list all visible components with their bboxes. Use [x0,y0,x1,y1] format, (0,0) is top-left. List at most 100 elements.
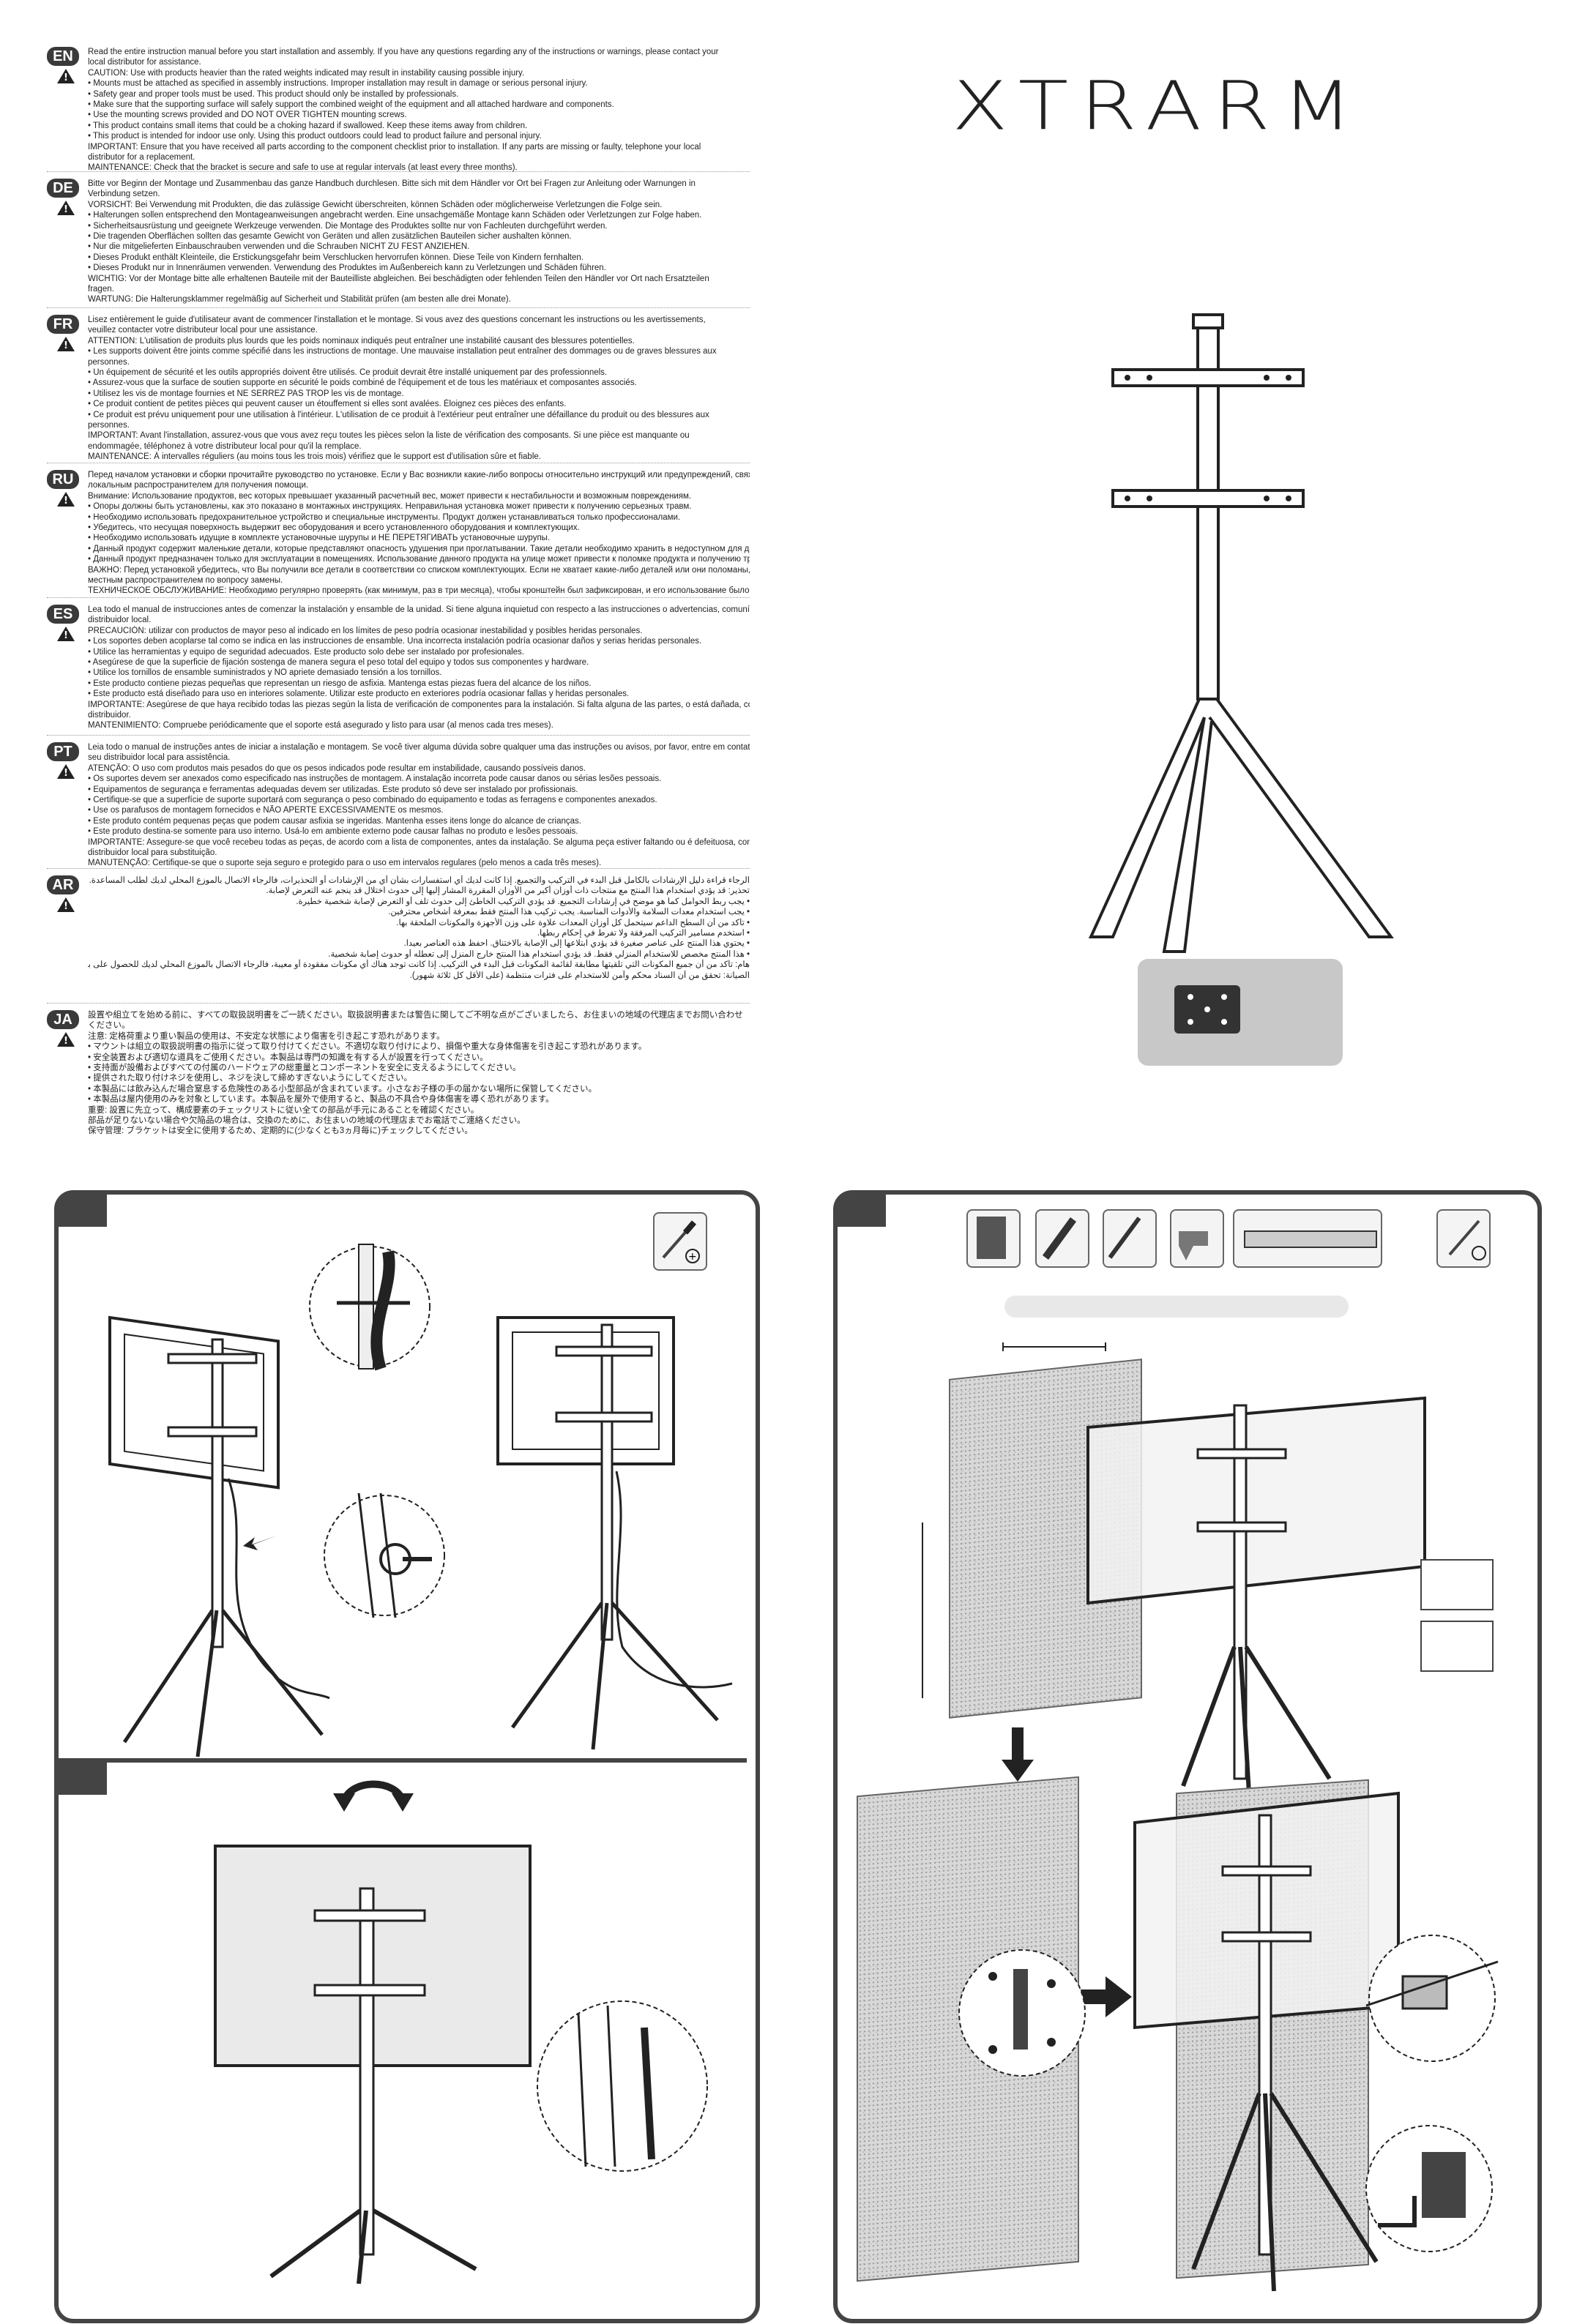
clamp-detail [1365,1935,1499,2062]
right-arrow-icon [1073,1976,1132,2017]
instruction-line: distribuidor local. [88,616,152,625]
section-divider [47,597,750,598]
rotate-arrows-icon [333,1780,414,1812]
instruction-line: ください。 [88,1021,130,1031]
instruction-line: ATENÇÃO: O uso com produtos mais pesados… [88,763,586,773]
warning-icon [57,627,75,641]
warning-icon [57,1032,75,1047]
instruction-line: • Assurez-vous que la surface de soutien… [88,378,637,388]
instruction-line: • マウントは組立の取扱説明書の指示に従って取り付けてください。不適切な取り付け… [88,1042,647,1052]
instruction-line: تحذير: قد يؤدي استخدام هذا المنتج مع منت… [266,886,750,896]
instruction-lines: Bitte vor Beginn der Montage und Zusamme… [88,179,750,305]
instruction-line: • Utilice las herramientas y equipo de s… [88,647,524,657]
instruction-line: WICHTIG: Vor der Montage bitte alle erha… [88,274,709,283]
step3-tv-stand-top [1086,1396,1426,1794]
instruction-line: • Este producto está diseñado para uso e… [88,690,630,699]
instruction-line: • 支持面が設備およびすべての付属のハードウェアの総重量とコンポーネントを安全に… [88,1064,521,1073]
step-tab-3 [838,1195,886,1227]
instruction-line: Bitte vor Beginn der Montage und Zusamme… [88,179,696,188]
screwdriver-tool-icon [653,1212,707,1271]
step2-tv-on-stand [214,1845,532,2284]
measurement-lines [922,1342,1106,1698]
instruction-line: • This product is intended for indoor us… [88,132,542,141]
instruction-line: • Os suportes devem ser anexados como es… [88,774,662,784]
instruction-line: • Los soportes deben acoplarse tal como … [88,637,702,646]
instruction-line: • 安全装置および適切な道具をご使用ください。本製品は専門の知識を有する人が設置… [88,1053,488,1062]
instruction-line: VORSICHT: Bei Verwendung mit Produkten, … [88,200,663,209]
instruction-line: الرجاء قراءة دليل الإرشادات بالكامل قبل … [89,876,750,885]
instruction-line: • Данный продукт содержит маленькие дета… [88,544,750,553]
instruction-line: personnes. [88,421,130,430]
instruction-line: • Este produto destina-se somente para u… [88,827,578,837]
instruction-line: • Dieses Produkt nur in Innenräumen verw… [88,264,606,273]
instruction-line: IMPORTANT: Ensure that you have received… [88,142,701,152]
instruction-line: WARTUNG: Die Halterungsklammer regelmäßi… [88,295,511,304]
instruction-line: distribuidor local para substituição. [88,848,217,858]
instruction-line: IMPORTANTE: Asegúrese de que haya recibi… [88,700,750,709]
instruction-line: الصيانة: تحقق من أن السناد محكم وآمن للا… [409,971,750,980]
instruction-line: • يجب استخدام معدات السلامة والأدوات الم… [388,908,750,917]
instruction-line: 設置や組立てを始める前に、すべての取扱説明書をご一読ください。取扱説明書または警… [88,1011,743,1020]
instruction-line: Leia todo o manual de instruções antes d… [88,743,750,752]
instruction-line: distribuidor. [88,711,131,720]
step-tab-1 [59,1195,107,1227]
instruction-line: • Use the mounting screws provided and D… [88,111,407,120]
language-tag: RU [47,470,79,489]
panel-divider [59,1758,747,1763]
section-divider [47,171,750,172]
instruction-line: 注意: 定格荷重より重い製品の使用は、不安定な状態により傷害を引き起こす恐れがあ… [88,1031,445,1041]
instruction-line: • يجب ربط الحوامل كما هو موضح في إرشادات… [296,897,750,906]
instruction-line: MANUTENÇÃO: Certifique-se que o suporte … [88,859,602,868]
language-tag: ES [47,605,79,624]
instruction-line: • Mounts must be attached as specified i… [88,79,588,89]
instruction-lines: الرجاء قراءة دليل الإرشادات بالكامل قبل … [88,875,750,981]
instruction-line: • هذا المنتج مخصص للاستخدام المنزلي فقط.… [328,949,750,959]
instruction-lines: Lea todo el manual de instrucciones ante… [88,605,750,731]
instruction-line: هام: تأكد من أن جميع المكونات التي تلقيت… [88,960,750,970]
instruction-line: • 本製品は屋内使用のみを対象としています。本製品を屋外で使用すると、製品の不具… [88,1095,554,1105]
instruction-line: • Убедитесь, что несущая поверхность выд… [88,523,580,533]
screwdriver-tool-icon-2 [1436,1209,1491,1268]
instruction-line: • This product contains small items that… [88,121,528,130]
instruction-line: CAUTION: Use with products heavier than … [88,68,525,78]
hardware-pack [1138,959,1343,1066]
step1-stand-with-tv-left [108,1315,330,1757]
instruction-lines: 設置や組立てを始める前に、すべての取扱説明書をご一読ください。取扱説明書または警… [88,1010,750,1137]
instruction-line: 重要: 設置に先立って、構成要素のチェックリストに従い全ての部品が手元にあること… [88,1105,480,1115]
instruction-line: endommagée, téléphonez à votre distribut… [88,441,362,451]
step-substep-1 [1420,1559,1494,1610]
language-tag: PT [47,742,79,761]
instruction-line: • Asegúrese de que la superficie de fija… [88,658,589,668]
arrow-icon [243,1536,277,1550]
language-tag: JA [47,1010,79,1029]
instruction-lines: Перед началом установки и сборки прочита… [88,470,750,597]
instruction-line: • Certifique-se que a superfície de supo… [88,796,657,805]
instruction-line: PRECAUCIÓN: utilizar con productos de ma… [88,626,643,635]
step-tab-2 [59,1763,107,1795]
instruction-line: • Необходимо использовать идущие в компл… [88,534,551,543]
instruction-line: MAINTENANCE: À intervalles réguliers (au… [88,452,541,462]
warning-icon [57,201,75,215]
instruction-line: Verbindung setzen. [88,190,160,199]
instruction-line: • Die tragenden Oberflächen sollten das … [88,232,572,242]
instruction-line: локальным распространителем для получени… [88,481,309,490]
instruction-line: • Este produto contém pequenas peças que… [88,816,581,826]
instruction-line: seu distribuidor local para assistência. [88,753,231,763]
cable-clip-detail-top [309,1244,430,1371]
leg-detail-circle [537,2000,708,2172]
instruction-line: veuillez contacter votre distributeur lo… [88,326,318,335]
instruction-line: distributor for a replacement. [88,153,195,162]
instruction-line: 部品が足りないない場合や欠陥品の場合は、交換のために、お住まいの地域の代理店まで… [88,1116,526,1126]
instruction-line: • 本製品には飲み込んだ場合窒息する危険性のある小型部品が含まれています。小さな… [88,1084,597,1094]
instruction-line: IMPORTANT: Avant l'installation, assurez… [88,431,690,441]
language-tag: EN [47,47,79,66]
warning-icon [57,492,75,507]
instruction-line: • Safety gear and proper tools must be u… [88,89,459,99]
warning-icon [57,337,75,351]
instruction-line: • Utilisez les vis de montage fournies e… [88,389,404,398]
section-divider [47,868,750,869]
svg-text:+: + [688,1251,697,1263]
instruction-line: ВАЖНО: Перед установкой убедитесь, что В… [88,565,750,575]
instruction-line: • 提供された取り付けネジを使用し、ネジを決して締めすぎないようにしてください。 [88,1074,412,1083]
instruction-line: ТЕХНИЧЕСКОЕ ОБСЛУЖИВАНИЕ: Необходимо рег… [88,586,750,596]
